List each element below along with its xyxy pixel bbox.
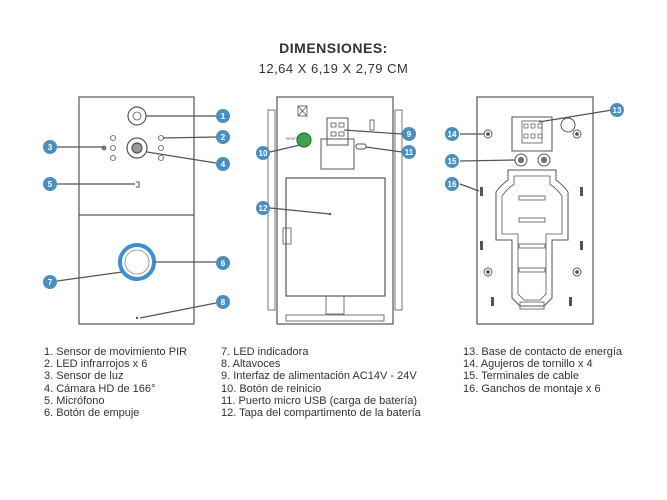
callout-badge-number: 6 — [221, 259, 226, 268]
callout-badge-15: 15 — [445, 154, 459, 168]
callout-badge-1: 1 — [216, 109, 230, 123]
callout-badge-number: 9 — [407, 130, 412, 139]
callout-badge-14: 14 — [445, 127, 459, 141]
callout-badge-16: 16 — [445, 177, 459, 191]
callout-badge-circle — [43, 177, 57, 191]
legend-col1: 1. Sensor de movimiento PIR 2. LED infra… — [44, 346, 187, 419]
legend-item: 1. Sensor de movimiento PIR — [44, 346, 188, 358]
battery-cover — [285, 177, 386, 297]
callout-badge-7: 7 — [43, 275, 57, 289]
front-body — [78, 96, 195, 325]
legend-item: 9. Interfaz de alimentación AC14V - 24V — [221, 370, 417, 383]
callout-badge-11: 11 — [402, 145, 416, 159]
callout-badge-circle — [256, 201, 270, 215]
micro-usb-port — [355, 143, 367, 150]
legend-col2: 7. LED indicadora 8. Altavoces 9. Interf… — [221, 346, 421, 419]
dimensions: 12,64 X 6,19 X 2,79 CM — [258, 61, 409, 76]
speaker-dot — [135, 316, 139, 320]
callout-badge-4: 4 — [216, 157, 230, 171]
legend-item: 2. LED infrarrojos x 6 — [44, 358, 148, 371]
callout-badge-number: 5 — [48, 180, 53, 189]
reset-button — [296, 132, 312, 148]
callout-badge-circle — [445, 154, 459, 168]
legend-item: 8. Altavoces — [221, 358, 281, 371]
callout-badge-number: 16 — [448, 180, 457, 189]
callout-badge-circle — [43, 140, 57, 154]
callout-badge-10: 10 — [256, 146, 270, 160]
legend-item: 10. Botón de reinicio — [221, 382, 322, 395]
callout-badge-number: 2 — [221, 133, 226, 142]
cable-terminals — [514, 153, 551, 167]
callout-badge-9: 9 — [402, 127, 416, 141]
callout-badge-number: 14 — [448, 130, 457, 139]
callout-badge-5: 5 — [43, 177, 57, 191]
callout-badge-number: 8 — [221, 298, 226, 307]
callout-badge-circle — [43, 275, 57, 289]
legend-item: 12. Tapa del compartimento de la batería — [221, 407, 421, 420]
callout-badge-circle — [256, 146, 270, 160]
callout-badge-number: 4 — [221, 160, 226, 169]
callout-badge-2: 2 — [216, 130, 230, 144]
legend-item: 16. Ganchos de montaje x 6 — [463, 382, 601, 395]
callout-badge-number: 13 — [613, 106, 622, 115]
title: DIMENSIONES: — [279, 40, 388, 56]
light-sensor — [101, 145, 107, 151]
callout-badge-number: 7 — [48, 278, 53, 287]
back-body — [276, 96, 394, 325]
legend-col3: 13. Base de contacto de energía 14. Aguj… — [463, 346, 622, 395]
callout-badge-circle — [610, 103, 624, 117]
callout-badge-circle — [216, 130, 230, 144]
callout-badge-number: 1 — [221, 112, 226, 121]
legend-item: 3. Sensor de luz — [44, 370, 124, 383]
back-view — [267, 96, 403, 325]
mounting-hooks — [480, 187, 583, 306]
contact-base — [511, 116, 553, 152]
callout-badge-8: 8 — [216, 295, 230, 309]
legend-item: 15. Terminales de cable — [463, 370, 579, 383]
mount-plate — [476, 96, 594, 325]
callout-badge-number: 15 — [448, 157, 457, 166]
legend-item: 6. Botón de empuje — [44, 407, 140, 420]
power-interface — [326, 117, 349, 146]
legend-item: 5. Micrófono — [44, 394, 105, 407]
callout-badge-circle — [445, 177, 459, 191]
callout-badge-circle — [216, 256, 230, 270]
callout-badge-circle — [445, 127, 459, 141]
callout-badge-6: 6 — [216, 256, 230, 270]
callout-badge-circle — [216, 157, 230, 171]
front-view — [56, 96, 217, 325]
callout-badge-circle — [402, 127, 416, 141]
mount-view — [459, 96, 613, 325]
screw-holes — [483, 129, 582, 277]
legend-item: 7. LED indicadora — [221, 346, 309, 358]
callout-badge-12: 12 — [256, 201, 270, 215]
legend-item: 4. Cámara HD de 166° — [44, 382, 156, 395]
callout-badge-13: 13 — [610, 103, 624, 117]
pir-sensor — [127, 106, 147, 126]
reset-text: RESET — [286, 137, 299, 141]
legend-item: 14. Agujeros de tornillo x 4 — [463, 358, 593, 371]
callout-badge-number: 11 — [405, 148, 414, 157]
camera — [126, 137, 148, 159]
callout-badge-circle — [216, 109, 230, 123]
legend-item: 11. Puerto micro USB (carga de batería) — [221, 394, 418, 407]
callout-badge-circle — [402, 145, 416, 159]
microphone — [136, 181, 140, 188]
callout-badge-number: 3 — [48, 143, 53, 152]
callout-badge-3: 3 — [43, 140, 57, 154]
legend-item: 13. Base de contacto de energía — [463, 346, 623, 358]
callout-badge-number: 12 — [259, 204, 268, 213]
callout-badge-number: 10 — [259, 149, 268, 158]
callout-badge-circle — [216, 295, 230, 309]
